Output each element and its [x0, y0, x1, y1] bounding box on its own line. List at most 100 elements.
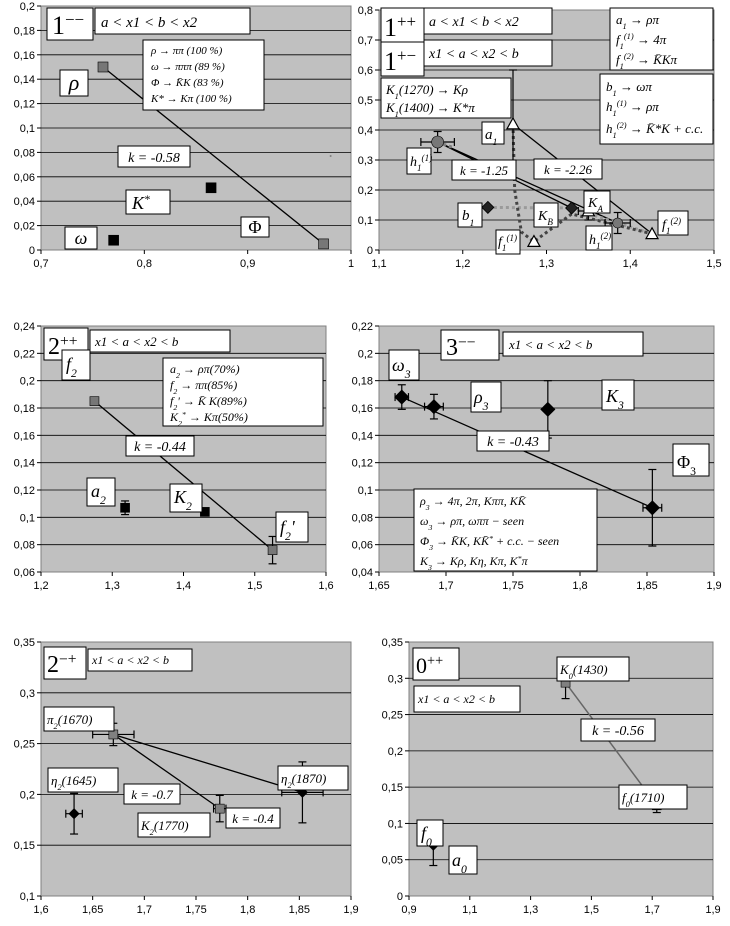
point-label-h1-1: h1(1) — [410, 153, 432, 173]
decay-omega3-part: ω — [420, 514, 428, 528]
point-label-box — [125, 189, 171, 215]
y-tick-label: 0,1 — [388, 818, 403, 830]
y-tick-label: 0,1 — [358, 485, 373, 497]
x-tick-label: 1,65 — [368, 580, 389, 592]
decay-f2: f2 → ππ(85%) — [170, 378, 237, 396]
point-label-omega3: ω3 — [392, 355, 411, 381]
y-tick-label: 0,2 — [358, 185, 373, 197]
decay-omega3-part: → ρπ, ωππ − seen — [432, 514, 524, 528]
decay-k3-part: K — [419, 554, 429, 568]
slope-box — [225, 807, 281, 829]
point-label-box — [618, 784, 688, 810]
condition-box — [502, 331, 644, 357]
decay-box-2 — [609, 7, 714, 71]
y-tick-label: 0,35 — [382, 637, 403, 649]
point-label-b1: b1 — [462, 208, 474, 229]
y-tick-label: 0,1 — [20, 123, 35, 135]
point-label-f1-2-part: 1 — [666, 226, 671, 236]
y-tick-label: 0,2 — [20, 1, 35, 13]
y-tick-label: 0,14 — [352, 430, 373, 442]
decay-a2-part: 2 — [176, 371, 180, 380]
point-phi — [318, 238, 329, 250]
y-tick-label: 0,12 — [14, 485, 35, 497]
slope-box — [451, 159, 517, 181]
condition-box — [89, 329, 231, 353]
x-tick-label: 1,8 — [240, 904, 255, 916]
point-label-f1-1-part: f — [498, 235, 504, 250]
x-tick-label: 1,3 — [523, 904, 538, 916]
point-label-h1-2-part: (2) — [601, 231, 612, 241]
decay-f1-2-part: (2) — [624, 51, 634, 61]
point-label-box — [43, 706, 115, 732]
point-label-h1-1-part: (1) — [422, 153, 433, 163]
condition-box — [94, 7, 251, 35]
y-tick-label: 0,8 — [358, 5, 373, 17]
point-label-b1-part: b — [462, 208, 470, 224]
point-eta2-1645 — [68, 808, 80, 820]
decay-k3-part: * — [518, 554, 522, 563]
point-label-a2-part: a — [91, 481, 100, 501]
y-tick-label: 0,3 — [358, 155, 373, 167]
point-label-box — [240, 216, 270, 238]
y-tick-label: 0,18 — [352, 376, 373, 388]
decay-k1-1400-part: (1400) → K*π — [399, 100, 475, 115]
y-tick-label: 0,22 — [14, 348, 35, 360]
jpc-title-part: 3 — [446, 335, 458, 361]
title-box — [46, 7, 94, 41]
decay-f1-2-part: → K̄Kπ — [634, 52, 678, 67]
decay-f2prime-part: f — [170, 394, 175, 408]
y-tick-label: 0,12 — [14, 99, 35, 111]
decay-h1-2: h1(2) → K̄*K + c.c. — [606, 120, 703, 140]
decay-phi3-part: 3 — [428, 543, 433, 552]
y-tick-label: 0,2 — [20, 789, 35, 801]
x-tick-label: 0,8 — [137, 258, 152, 270]
slope-box — [580, 718, 656, 742]
decay-b1-part: 1 — [613, 88, 617, 98]
condition-label: x1 < a < x2 < b — [94, 334, 179, 349]
decay-box-3 — [599, 73, 714, 145]
point-label-f2prime: f2' — [280, 517, 296, 543]
y-tick-label: 0,06 — [14, 172, 35, 184]
decay-k2: K2* → Kπ(50%) — [169, 410, 248, 428]
point-label-box — [86, 477, 116, 507]
decay-k1-1270-part: 1 — [395, 91, 399, 101]
point-label-a1-part: 1 — [493, 137, 498, 148]
chart-panel-4: 0,040,060,080,10,120,140,160,180,20,221,… — [352, 321, 722, 592]
decay-h1-2-part: h — [606, 121, 613, 136]
point-label-f1-1-part: 1 — [502, 243, 507, 253]
point-label-phi3-part: Φ — [677, 452, 690, 472]
point-f2 — [89, 396, 100, 406]
jpc-title: 2−+ — [47, 651, 77, 679]
x-tick-label: 1,75 — [185, 904, 206, 916]
point-label-eta2-1870: η2(1870) — [281, 771, 326, 790]
x-tick-label: 1,9 — [343, 904, 358, 916]
point-label-phi3: Φ3 — [677, 452, 696, 478]
decay-a1-part: 1 — [623, 21, 627, 31]
y-tick-label: 0,2 — [388, 746, 403, 758]
point-label-a0-part: 0 — [461, 863, 467, 876]
y-tick-label: 0,22 — [352, 321, 373, 333]
decay-h1-1-part: → ρπ — [627, 99, 660, 114]
point-label-box — [583, 190, 611, 214]
jpc-title: 3−− — [446, 334, 476, 362]
decay-rho3-part: ρ — [419, 494, 426, 508]
condition-label-2: x1 < a < x2 < b — [428, 47, 519, 62]
condition-label: x1 < a < x2 < b — [91, 653, 169, 667]
point-label-k3: K3 — [605, 386, 624, 412]
point-f1-1 — [526, 234, 541, 247]
decay-h1-1-part: 1 — [613, 108, 617, 118]
jpc-title: 1−− — [52, 10, 84, 41]
jpc-title-1: 1++ — [384, 12, 416, 43]
condition-label: a < x1 < b < x2 — [101, 15, 198, 31]
x-tick-label: 1,7 — [645, 904, 660, 916]
point-label-k0-1430-part: K — [559, 662, 570, 677]
point-label-box — [470, 381, 502, 413]
jpc-title: 2++ — [48, 333, 78, 361]
y-tick-label: 0,04 — [352, 567, 373, 579]
point-omega — [108, 234, 119, 246]
x-tick-label: 1,1 — [462, 904, 477, 916]
decay-box — [162, 357, 324, 427]
jpc-title-2: 1+− — [384, 46, 416, 77]
decay-f1-2-part: f — [616, 52, 622, 67]
